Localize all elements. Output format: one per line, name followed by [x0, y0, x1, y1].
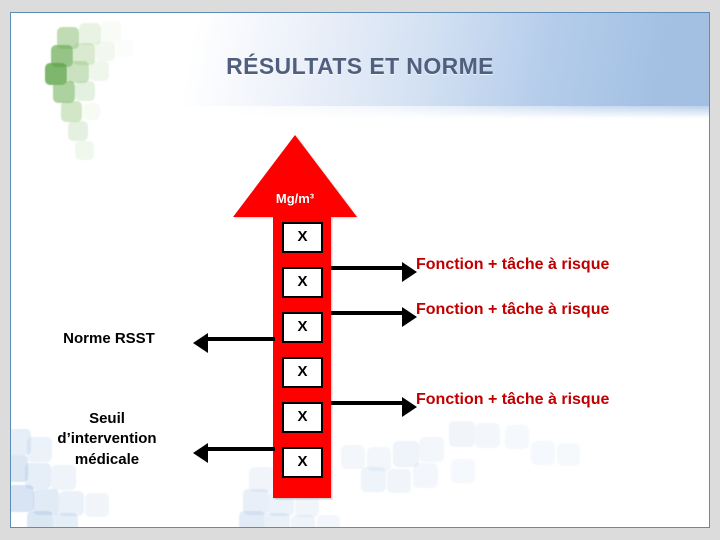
x-box: X [282, 267, 323, 298]
left-label-norme-rsst: Norme RSST [29, 329, 189, 349]
x-box: X [282, 357, 323, 388]
decoration-square [11, 485, 34, 512]
x-box: X [282, 222, 323, 253]
header-band [11, 13, 709, 106]
decoration-square [419, 437, 444, 462]
left-label-seuil-intervention-medicale: Seuil d’intervention médicale [21, 409, 193, 470]
decoration-square [33, 489, 59, 515]
connector-arrow-left-2 [193, 443, 275, 463]
decoration-square [53, 513, 78, 527]
decoration-square [557, 443, 580, 466]
page-title: RÉSULTATS ET NORME [226, 53, 494, 79]
right-label-3: Fonction + tâche à risque [416, 391, 610, 408]
arrow-head-icon [233, 135, 357, 217]
decoration-square [475, 423, 500, 448]
decoration-square [317, 515, 340, 527]
decoration-square [413, 463, 438, 488]
decoration-square [531, 441, 555, 465]
left-label-seuil-line2: d’intervention [57, 430, 157, 448]
decoration-square [451, 459, 475, 483]
right-label-1: Fonction + tâche à risque [416, 256, 610, 273]
connector-arrow-left-1 [193, 333, 275, 353]
left-label-norme-rsst-line1: Norme RSST [63, 330, 155, 347]
connector-arrow-right-2 [331, 307, 417, 327]
connector-arrow-right-3 [331, 397, 417, 417]
decoration-square [449, 421, 475, 447]
left-label-seuil-line3: médicale [74, 450, 140, 468]
decoration-square [59, 491, 84, 516]
x-box: X [282, 447, 323, 478]
decoration-square [239, 511, 265, 527]
decoration-square [505, 425, 529, 449]
decoration-square [75, 141, 94, 160]
decoration-square [68, 121, 88, 141]
x-box: X [282, 402, 323, 433]
left-label-seuil-line1: Seuil [89, 410, 125, 427]
x-box: X [282, 312, 323, 343]
decoration-square [265, 513, 290, 527]
connector-arrow-right-1 [331, 262, 417, 282]
decoration-square [387, 469, 411, 493]
decoration-square [291, 515, 315, 527]
unit-label: Mg/m³ [275, 191, 315, 206]
decoration-square [85, 493, 109, 517]
header-fade [11, 106, 709, 120]
right-label-2: Fonction + tâche à risque [416, 301, 610, 318]
decoration-square [27, 511, 53, 527]
decoration-square [393, 441, 419, 467]
